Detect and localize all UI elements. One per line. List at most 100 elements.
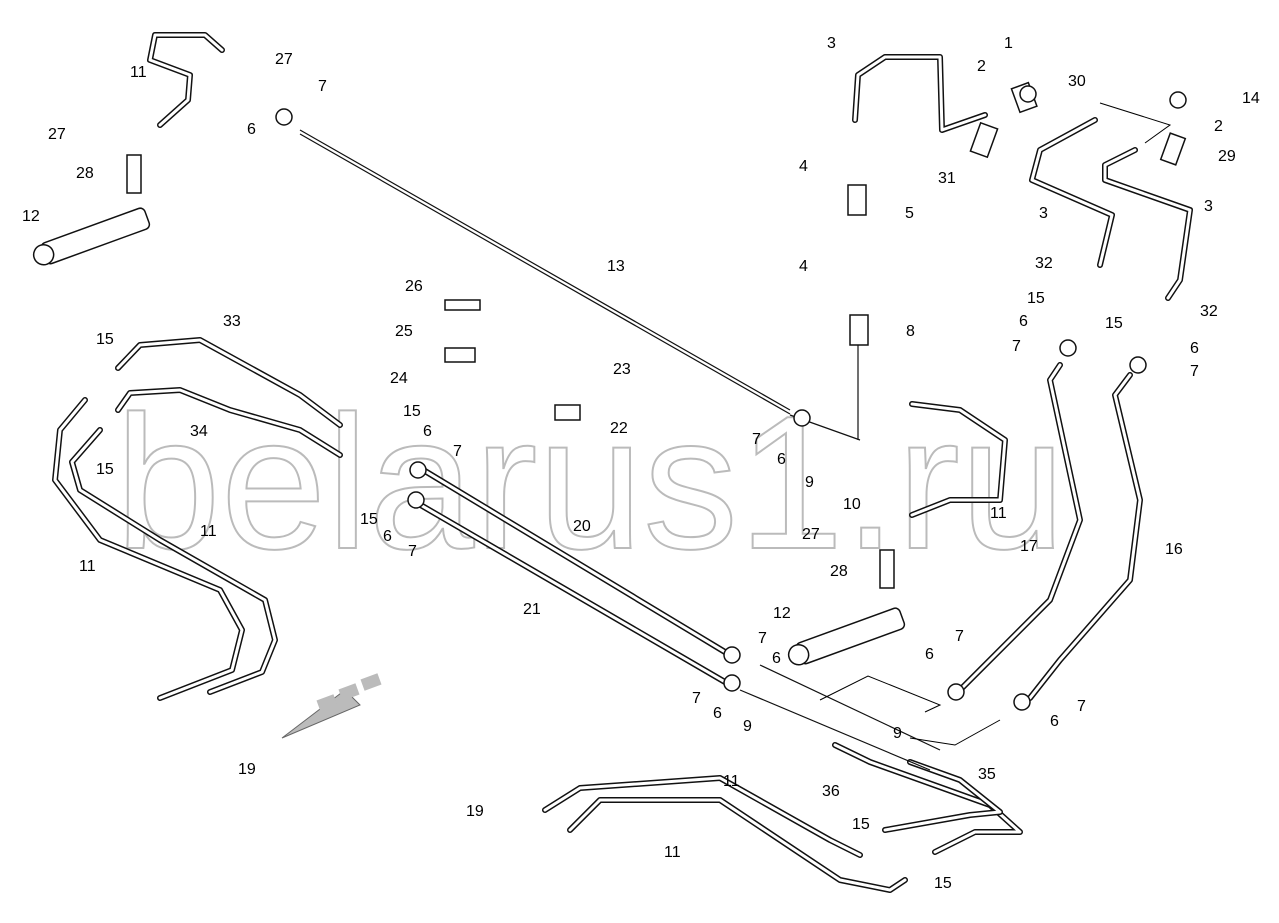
callout: 29 bbox=[1218, 148, 1236, 165]
callout: 16 bbox=[1165, 541, 1183, 558]
callout: 6 bbox=[772, 650, 781, 667]
callout: 15 bbox=[1027, 290, 1045, 307]
callout: 34 bbox=[190, 423, 208, 440]
tube-11-right bbox=[909, 401, 1008, 518]
callout: 6 bbox=[713, 705, 722, 722]
callout: 36 bbox=[822, 783, 840, 800]
callout: 14 bbox=[1242, 90, 1260, 107]
callout: 32 bbox=[1200, 303, 1218, 320]
nut-2 bbox=[1019, 85, 1037, 103]
callout: 19 bbox=[466, 803, 484, 820]
callout: 12 bbox=[773, 605, 791, 622]
clamp-25 bbox=[444, 299, 481, 311]
callout: 2 bbox=[1214, 118, 1223, 135]
callout: 15 bbox=[403, 403, 421, 420]
tee-fitting-5 bbox=[847, 184, 867, 216]
callout: 7 bbox=[1077, 698, 1086, 715]
callout: 21 bbox=[523, 601, 541, 618]
direction-arrow-icon bbox=[281, 689, 361, 739]
fitting-8 bbox=[849, 314, 869, 346]
callout: 3 bbox=[827, 35, 836, 52]
clamp-24 bbox=[444, 347, 476, 363]
callout: 27 bbox=[275, 51, 293, 68]
callout: 6 bbox=[423, 423, 432, 440]
callout: 8 bbox=[906, 323, 915, 340]
tube-16 bbox=[1027, 372, 1143, 701]
callout: 4 bbox=[799, 158, 808, 175]
callout: 6 bbox=[1190, 340, 1199, 357]
callout: 13 bbox=[607, 258, 625, 275]
callout: 5 bbox=[905, 205, 914, 222]
tube-20 bbox=[417, 465, 728, 655]
callout: 3 bbox=[1204, 198, 1213, 215]
callout: 7 bbox=[955, 628, 964, 645]
nut-2b bbox=[1169, 91, 1187, 109]
callout: 7 bbox=[758, 630, 767, 647]
callout: 11 bbox=[130, 64, 147, 81]
cap-31 bbox=[969, 121, 999, 159]
callout: 6 bbox=[1019, 313, 1028, 330]
callout: 7 bbox=[692, 690, 701, 707]
fitting-28-mid bbox=[879, 549, 895, 589]
hydraulic-cylinder-middle bbox=[787, 607, 906, 666]
callout: 2 bbox=[977, 58, 986, 75]
callout: 17 bbox=[1020, 538, 1038, 555]
callout: 26 bbox=[405, 278, 423, 295]
callout: 9 bbox=[893, 725, 902, 742]
callout: 3 bbox=[1039, 205, 1048, 222]
callout: 7 bbox=[318, 78, 327, 95]
tube-34 bbox=[115, 387, 343, 458]
callout: 23 bbox=[613, 361, 631, 378]
tubes bbox=[52, 32, 1193, 893]
tube-3-right bbox=[1029, 117, 1115, 268]
tube-17 bbox=[959, 362, 1083, 691]
callout: 7 bbox=[408, 543, 417, 560]
tube-3-top bbox=[852, 54, 988, 133]
tube-11-top bbox=[147, 32, 225, 128]
callout: 22 bbox=[610, 420, 628, 437]
callout: 25 bbox=[395, 323, 413, 340]
callout: 15 bbox=[852, 816, 870, 833]
callout: 11 bbox=[79, 558, 96, 575]
callout: 15 bbox=[1105, 315, 1123, 332]
callout: 7 bbox=[752, 431, 761, 448]
hydraulic-cylinder-top bbox=[32, 207, 151, 266]
callout: 6 bbox=[925, 646, 934, 663]
callout: 6 bbox=[777, 451, 786, 468]
callout: 6 bbox=[1050, 713, 1059, 730]
callout: 12 bbox=[22, 208, 40, 225]
tube-21 bbox=[409, 497, 728, 685]
callout: 10 bbox=[843, 496, 861, 513]
cap-29 bbox=[1159, 132, 1187, 166]
tube-35 bbox=[882, 759, 1003, 833]
watermark: belarus1.ru bbox=[115, 377, 1066, 589]
tube-36 bbox=[832, 742, 1023, 855]
tube-11-bottom-b bbox=[567, 797, 908, 893]
callout: 33 bbox=[223, 313, 241, 330]
callout: 15 bbox=[360, 511, 378, 528]
callout: 27 bbox=[48, 126, 66, 143]
callout: 9 bbox=[743, 718, 752, 735]
callout: 15 bbox=[934, 875, 952, 892]
callout: 11 bbox=[200, 523, 217, 540]
callout: 20 bbox=[573, 518, 591, 535]
callout: 28 bbox=[830, 563, 848, 580]
callout: 15 bbox=[96, 461, 114, 478]
tube-11-bottom-a bbox=[542, 775, 863, 858]
fitting-28-top bbox=[126, 154, 142, 194]
clamp-22 bbox=[554, 404, 581, 421]
callout: 7 bbox=[453, 443, 462, 460]
callout: 28 bbox=[76, 165, 94, 182]
callout: 30 bbox=[1068, 73, 1086, 90]
callout: 32 bbox=[1035, 255, 1053, 272]
callout: 11 bbox=[990, 505, 1007, 522]
callouts: 11 27 7 6 27 28 12 3 1 2 30 14 2 4 5 31 … bbox=[22, 35, 1260, 892]
callout: 27 bbox=[802, 526, 820, 543]
callout: 35 bbox=[978, 766, 996, 783]
callout: 9 bbox=[805, 474, 814, 491]
tube-11-left-a bbox=[52, 397, 245, 701]
callout: 4 bbox=[799, 258, 808, 275]
callout: 7 bbox=[1190, 363, 1199, 380]
